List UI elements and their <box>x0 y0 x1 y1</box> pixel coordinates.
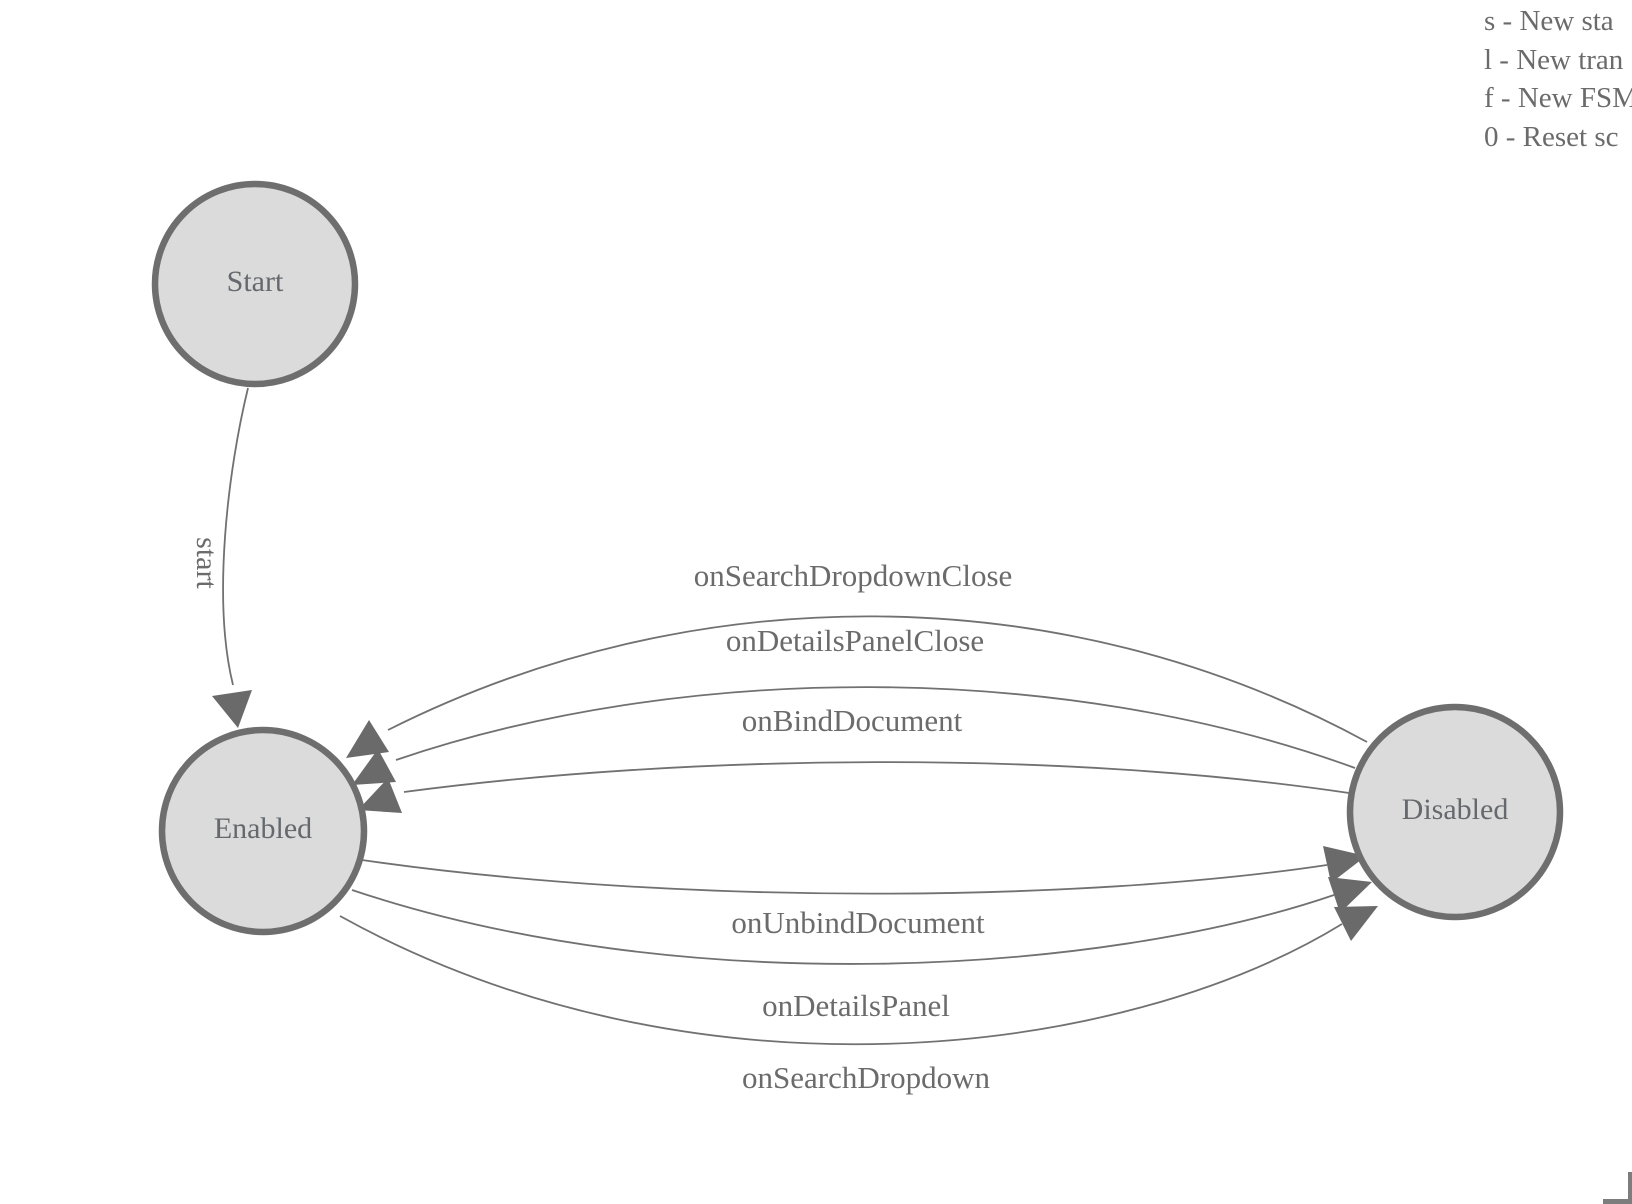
edge-start-to-enabled-line[interactable] <box>222 387 249 686</box>
edge-label-onBindDocument: onBindDocument <box>742 703 963 738</box>
edge-onSearchDropdownClose[interactable]: onSearchDropdownClose <box>346 558 1368 758</box>
edge-start-to-enabled[interactable]: start <box>190 387 252 728</box>
arrowhead-onDetailsPanelClose <box>352 749 396 785</box>
legend-line-reset: 0 - Reset sc <box>1484 120 1619 153</box>
edge-onDetailsPanelClose-line[interactable] <box>395 686 1356 769</box>
edge-label-start: start <box>190 537 223 589</box>
state-node-disabled[interactable]: Disabled <box>1346 703 1564 921</box>
arrowhead-onSearchDropdown <box>1334 906 1378 941</box>
state-label-disabled: Disabled <box>1402 793 1509 826</box>
arrowhead-onDetailsPanel <box>1328 877 1372 913</box>
arrowhead-start-to-enabled <box>212 690 252 728</box>
legend-line-new-state: s - New sta <box>1484 5 1614 37</box>
edge-label-onUnbindDocument: onUnbindDocument <box>731 905 985 940</box>
edge-onUnbindDocument-line[interactable] <box>361 859 1328 895</box>
edge-onBindDocument-line[interactable] <box>403 761 1350 794</box>
vertical-scrollbar-end[interactable] <box>1628 1172 1632 1204</box>
edge-label-onSearchDropdown: onSearchDropdown <box>742 1060 990 1095</box>
arrowhead-onBindDocument <box>358 778 402 813</box>
edge-onDetailsPanel[interactable]: onDetailsPanel <box>351 877 1372 1023</box>
edge-onDetailsPanelClose[interactable]: onDetailsPanelClose <box>352 623 1356 785</box>
arrowhead-onUnbindDocument <box>1323 846 1366 883</box>
edge-onSearchDropdown-line[interactable] <box>339 915 1343 1046</box>
edge-onSearchDropdown[interactable]: onSearchDropdown <box>339 906 1378 1095</box>
legend-line-new-transition: l - New tran <box>1484 43 1624 76</box>
state-label-enabled: Enabled <box>214 812 312 845</box>
state-circle-disabled[interactable] <box>1346 703 1564 921</box>
arrowhead-onSearchDropdownClose <box>346 720 389 758</box>
edge-onBindDocument[interactable]: onBindDocument <box>358 703 1350 813</box>
state-label-start: Start <box>227 265 284 298</box>
edge-onDetailsPanel-line[interactable] <box>351 889 1335 965</box>
state-node-enabled[interactable]: Enabled <box>158 726 368 936</box>
shortcut-legend: s - New sta l - New tran f - New FSM 0 -… <box>1484 2 1632 156</box>
edge-label-onDetailsPanel: onDetailsPanel <box>762 988 950 1023</box>
horizontal-scrollbar-end[interactable] <box>1603 1199 1632 1204</box>
edge-label-onSearchDropdownClose: onSearchDropdownClose <box>694 558 1013 593</box>
edge-onSearchDropdownClose-line[interactable] <box>387 615 1368 743</box>
edge-label-onDetailsPanelClose: onDetailsPanelClose <box>726 623 984 658</box>
state-circle-enabled[interactable] <box>158 726 368 936</box>
state-node-start[interactable]: Start <box>151 180 359 388</box>
state-circle-start[interactable] <box>151 180 359 388</box>
legend-line-new-fsm: f - New FSM <box>1484 82 1632 114</box>
edge-onUnbindDocument[interactable]: onUnbindDocument <box>361 846 1366 940</box>
